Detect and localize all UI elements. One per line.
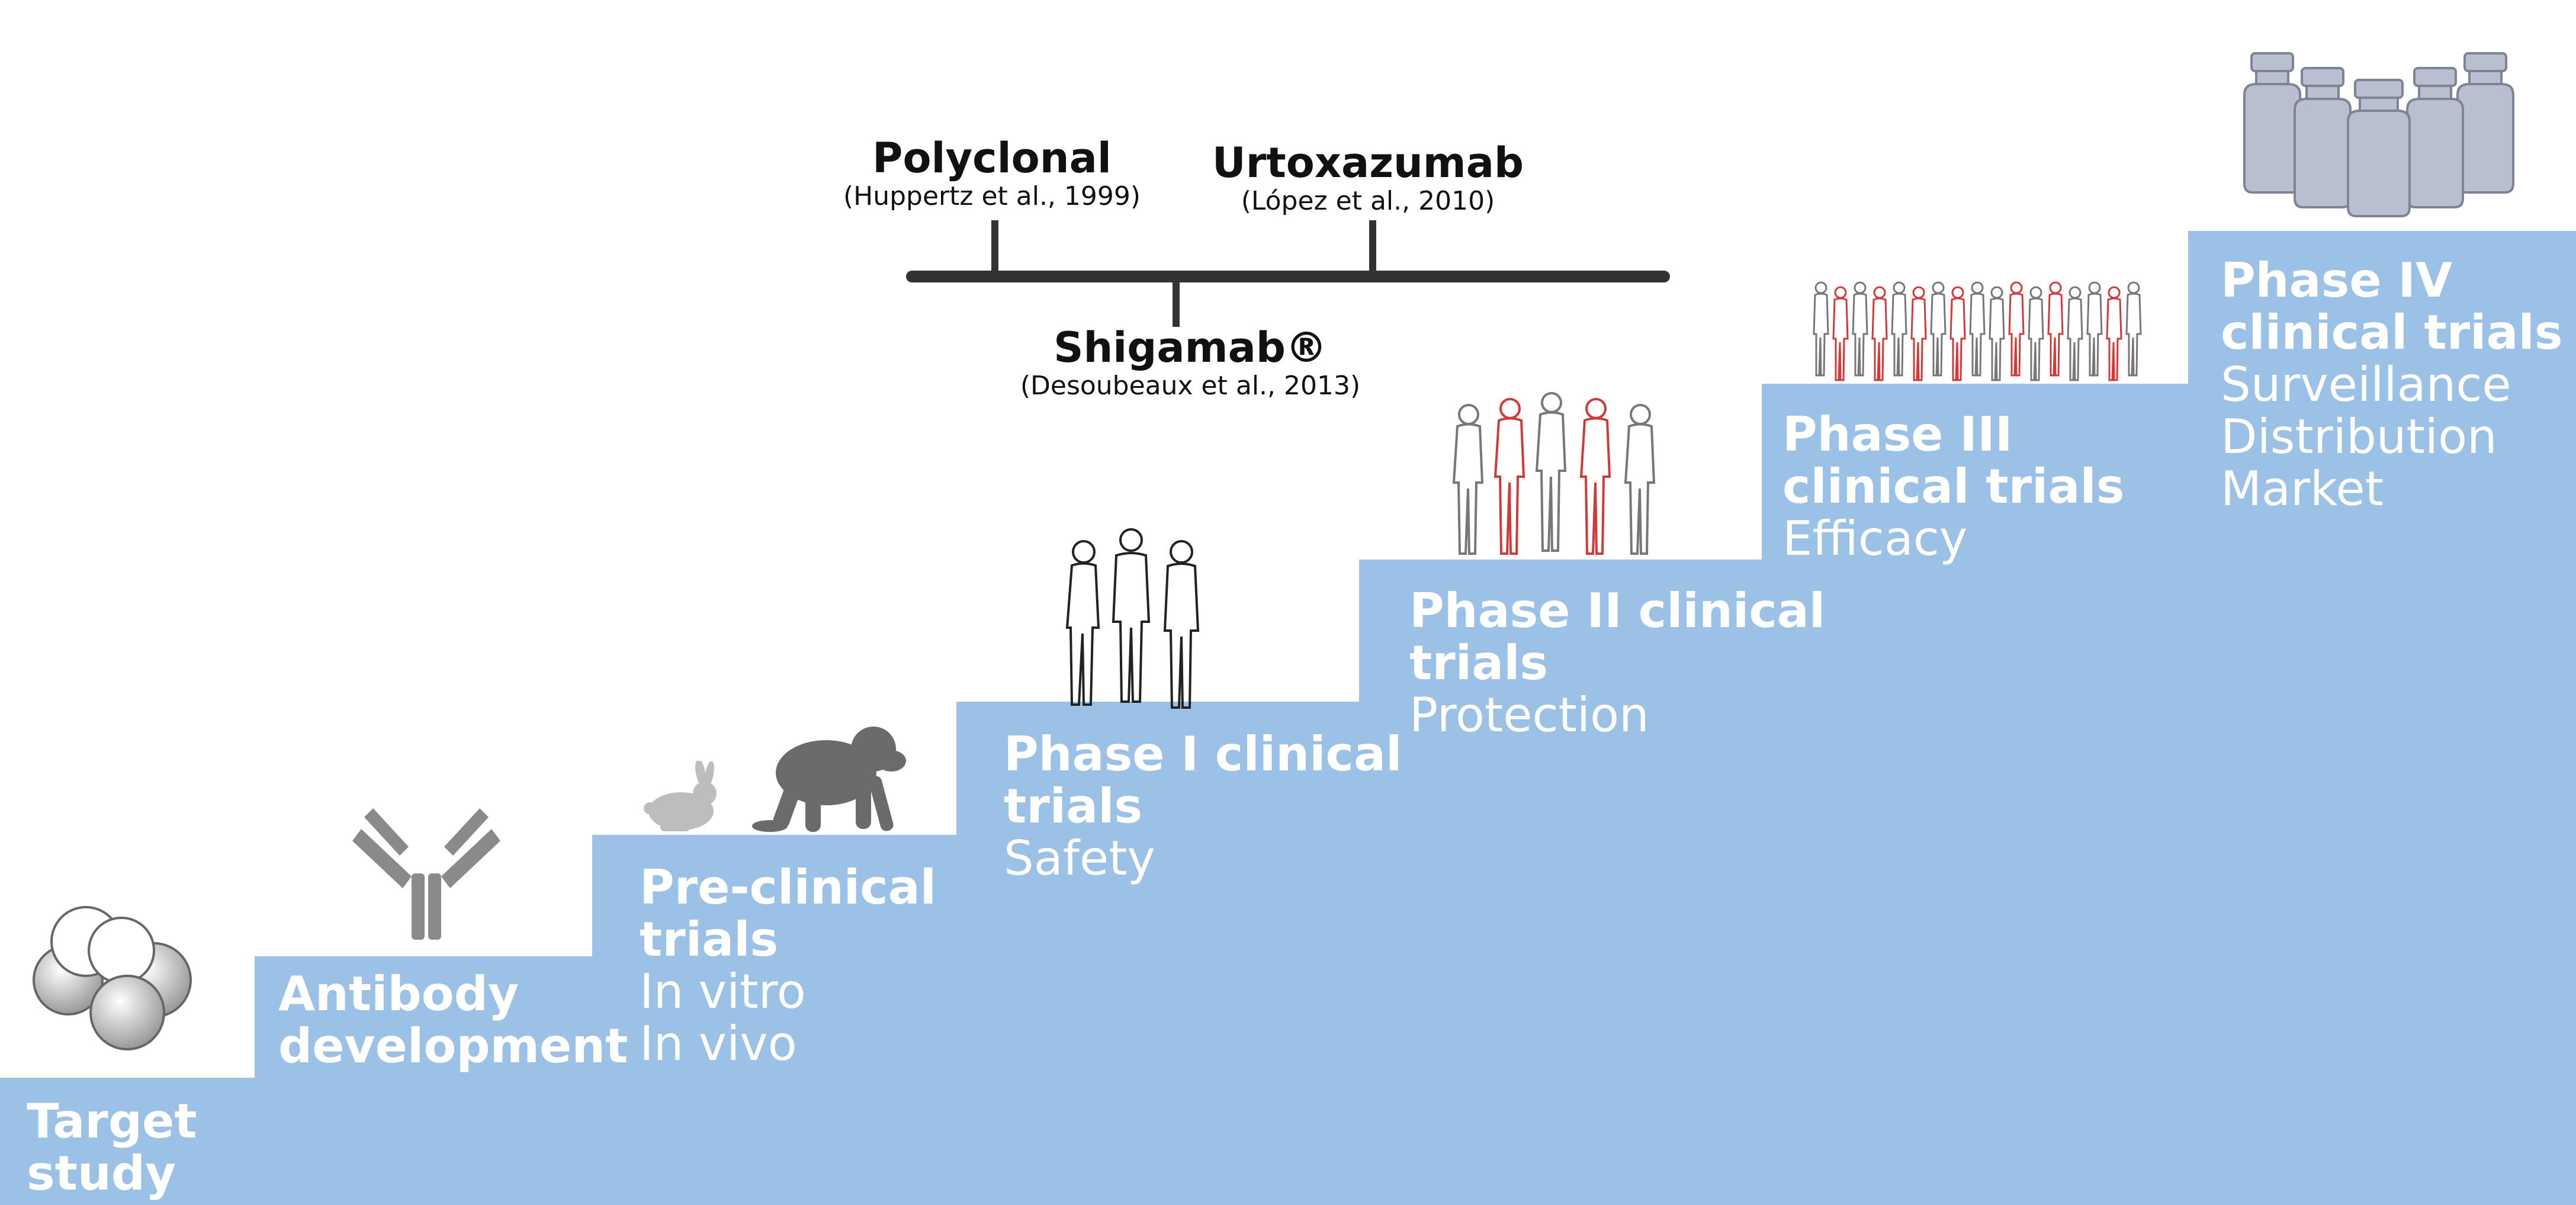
- stage-antibody-development: Antibody development: [278, 968, 628, 1072]
- timeline-item-name: Urtoxazumab: [1212, 139, 1524, 187]
- step-target-study: [0, 1078, 261, 1205]
- stage-title-line: trials: [1409, 635, 1549, 690]
- crowd-person: [1930, 281, 1947, 377]
- crowd-person: [1949, 286, 1966, 381]
- timeline-item-cite: (Huppertz et al., 1999): [843, 181, 1141, 211]
- stage-title-line: Antibody: [278, 966, 519, 1021]
- stage-title-line: study: [27, 1146, 176, 1201]
- people-large-group-icon: [1813, 281, 2142, 381]
- stage-sub: Distribution: [2221, 409, 2497, 464]
- stage-title-line: trials: [640, 912, 779, 967]
- crowd-person: [1832, 286, 1849, 381]
- crowd-person: [1871, 286, 1888, 381]
- stage-pre-clinical: Pre-clinical trials In vitro In vivo: [640, 862, 936, 1070]
- step-antibody-development: [255, 956, 598, 1205]
- crowd-person: [2067, 286, 2083, 381]
- stage-title-line: Pre-clinical: [640, 860, 937, 915]
- timeline-item-urtoxazumab: Urtoxazumab (López et al., 2010): [1208, 140, 1528, 217]
- stage-title-line: Phase I clinical: [1004, 727, 1402, 782]
- stage-sub: Surveillance: [2221, 357, 2511, 412]
- vials-icon: [2243, 52, 2514, 217]
- stage-title-line: Phase III: [1782, 407, 2013, 462]
- stage-title-line: Phase IV: [2221, 253, 2452, 308]
- crowd-person: [1813, 281, 1829, 377]
- stage-title-line: Phase II clinical: [1409, 583, 1826, 638]
- stage-title-line: clinical trials: [1782, 459, 2125, 514]
- timeline-item-shigamab: Shigamab® (Desoubeaux et al., 2013): [1007, 324, 1374, 401]
- crowd-person: [1989, 286, 2005, 381]
- stage-title-line: trials: [1004, 779, 1143, 834]
- timeline-tick: [1369, 220, 1376, 277]
- people-small-group-icon: [1065, 528, 1200, 709]
- stage-phase-4: Phase IV clinical trials Surveillance Di…: [2221, 255, 2562, 515]
- crowd-person: [1891, 281, 1907, 377]
- stage-sub: Market: [2221, 461, 2384, 516]
- crowd-person: [2008, 281, 2025, 377]
- crowd-person: [1852, 281, 1868, 377]
- timeline-item-cite: (Desoubeaux et al., 2013): [1020, 371, 1361, 401]
- step-phase-3: [1762, 384, 2197, 1205]
- step-phase-1: [956, 702, 1365, 1205]
- crowd-person: [2086, 281, 2103, 377]
- chimpanzee-icon: [752, 727, 906, 832]
- crowd-person: [1910, 286, 1927, 381]
- stage-sub: Safety: [1004, 831, 1155, 886]
- timeline-item-name: Shigamab®: [1053, 323, 1327, 372]
- crowd-person: [2106, 286, 2122, 381]
- step-pre-clinical: [592, 835, 965, 1205]
- people-medium-group-icon: [1452, 392, 1656, 555]
- stage-target-study: Target study: [27, 1095, 197, 1200]
- stage-sub: In vivo: [640, 1016, 797, 1071]
- timeline-item-polyclonal: Polyclonal (Huppertz et al., 1999): [841, 135, 1143, 212]
- timeline-item-cite: (López et al., 2010): [1241, 186, 1495, 216]
- timeline-tick: [1173, 277, 1180, 327]
- stage-title-line: clinical trials: [2221, 305, 2563, 360]
- crowd-person: [2047, 281, 2064, 377]
- stage-title-line: development: [278, 1018, 628, 1074]
- crowd-person: [2028, 286, 2044, 381]
- stage-phase-1: Phase I clinical trials Safety: [1004, 728, 1402, 885]
- stage-sub: Protection: [1409, 687, 1649, 743]
- timeline-item-name: Polyclonal: [872, 134, 1112, 182]
- timeline-bar: [906, 271, 1670, 282]
- stage-sub: Efficacy: [1782, 511, 1968, 566]
- stage-phase-3: Phase III clinical trials Efficacy: [1782, 409, 2124, 565]
- crowd-person: [2125, 281, 2142, 377]
- stage-sub: In vitro: [640, 964, 806, 1019]
- crowd-person: [1969, 281, 1986, 377]
- step-phase-4: [2188, 231, 2576, 1205]
- timeline-tick: [991, 220, 998, 277]
- rabbit-icon: [644, 761, 717, 831]
- step-phase-2: [1359, 560, 1768, 1205]
- antibody-icon: [352, 808, 500, 940]
- stage-phase-2: Phase II clinical trials Protection: [1409, 585, 1825, 741]
- stage-title-line: Target: [27, 1094, 197, 1149]
- cell-cluster-icon: [33, 906, 192, 1050]
